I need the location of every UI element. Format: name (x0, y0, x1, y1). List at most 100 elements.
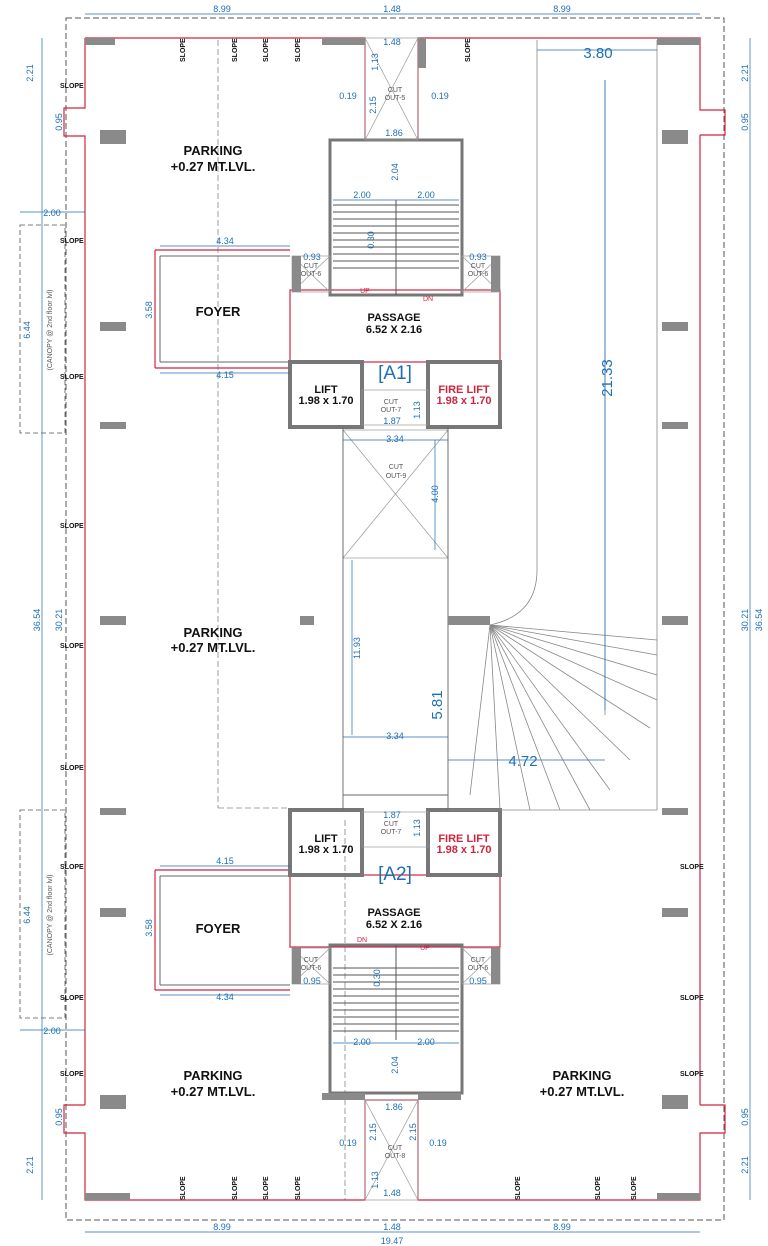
cutout-9-cut: CUT (389, 464, 404, 471)
svg-text:SLOPE: SLOPE (631, 1176, 638, 1200)
dim-stair-bottom-204: 2.04 (390, 1056, 400, 1074)
lift-top-size: 1.98 x 1.70 (298, 395, 353, 407)
lift-bottom-size: 1.98 x 1.70 (298, 844, 353, 856)
core-a1-tag: [A1] (378, 363, 412, 384)
stair-bottom-up: UP (420, 945, 430, 952)
dim-foyer-top-415: 4.15 (216, 370, 234, 380)
dim-cut6c-095: 0.95 (303, 976, 321, 986)
dim-left-644-bottom: 6.44 (22, 906, 32, 924)
parking-mid-label: PARKING (184, 625, 243, 640)
svg-text:SLOPE: SLOPE (515, 1176, 522, 1200)
dim-cut7b-187: 1.87 (383, 810, 401, 820)
central-shaft (342, 427, 449, 810)
canopy-left-bottom (19, 809, 66, 1019)
dimension-lines (20, 13, 751, 1233)
dim-stair-top-030: 0.30 (366, 231, 376, 249)
dim-left-3021: 30.21 (54, 609, 64, 632)
dim-cut8-215-right: 2.15 (408, 1123, 418, 1141)
dim-cut8-019-left: 0.19 (339, 1138, 357, 1148)
cutout-6d-out: OUT-6 (468, 965, 489, 972)
dim-bottom-cut-148: 1.48 (383, 1188, 401, 1198)
dim-stair-top-200-right: 2.00 (417, 190, 435, 200)
svg-text:SLOPE: SLOPE (465, 38, 472, 62)
dim-top-right: 8.99 (553, 4, 571, 14)
stair-top-dn: DN (423, 296, 433, 303)
cutout-5-cut: CUT (388, 87, 403, 94)
canopy-bottom-note: (CANOPY @ 2nd floor lvl) (47, 875, 54, 956)
cutout-7b-out: OUT-7 (381, 829, 402, 836)
dim-left-200-top: 2.00 (43, 208, 61, 218)
dim-cut8-186: 1.86 (385, 1102, 403, 1112)
cutout-7b-cut: CUT (384, 821, 399, 828)
dim-left-200-bottom: 2.00 (43, 1026, 61, 1036)
svg-text:SLOPE: SLOPE (60, 83, 84, 90)
dim-cut5-113: 1.13 (370, 53, 380, 71)
dim-right-221-bottom: 2.21 (740, 1156, 750, 1174)
cutout-6b-cut: CUT (471, 263, 486, 270)
dim-foyer-bottom-358: 3.58 (144, 919, 154, 937)
svg-text:SLOPE: SLOPE (263, 1176, 270, 1200)
foyer-walls (159, 255, 290, 986)
dim-stair-bottom-030: 0.30 (372, 969, 382, 987)
canopy-left-top (19, 224, 66, 434)
svg-text:SLOPE: SLOPE (232, 38, 239, 62)
canopy-top-note: (CANOPY @ 2nd floor lvl) (47, 290, 54, 371)
passage-top-label: PASSAGE (368, 312, 421, 324)
cutout-6c-cut: CUT (304, 957, 319, 964)
passage-bottom-size: 6.52 X 2.16 (366, 919, 422, 931)
dim-bottom-mid: 1.48 (383, 1222, 401, 1232)
svg-text:SLOPE: SLOPE (180, 1176, 187, 1200)
svg-text:SLOPE: SLOPE (232, 1176, 239, 1200)
foyer-bottom-label: FOYER (196, 921, 241, 936)
dim-top-cut: 1.48 (383, 37, 401, 47)
svg-text:SLOPE: SLOPE (60, 1071, 84, 1078)
cutout-6d-cut: CUT (471, 957, 486, 964)
lift-bottom-label: LIFT (314, 833, 337, 845)
dim-left-095-top: 0.95 (54, 113, 64, 131)
dim-left-221-top: 2.21 (25, 64, 35, 82)
dim-cut6b-093: 0.93 (469, 252, 487, 262)
passage-top-size: 6.52 X 2.16 (366, 324, 422, 336)
svg-text:SLOPE: SLOPE (680, 995, 704, 1002)
foyer-top-label: FOYER (196, 304, 241, 319)
dim-472: 4.72 (508, 753, 537, 770)
dim-cut8-113: 1.13 (370, 1171, 380, 1189)
dim-right-095-bottom: 0.95 (740, 1108, 750, 1126)
dim-stair-top-204: 2.04 (390, 163, 400, 181)
cutout-8-cut: CUT (388, 1145, 403, 1152)
cutout-7a-cut: CUT (384, 399, 399, 406)
svg-text:SLOPE: SLOPE (680, 864, 704, 871)
svg-text:SLOPE: SLOPE (60, 643, 84, 650)
dim-foyer-top-434: 4.34 (216, 236, 234, 246)
cutout-6b-out: OUT-6 (468, 271, 489, 278)
parking-bottom-right-label: PARKING (553, 1068, 612, 1083)
cutout-6a-cut: CUT (304, 263, 319, 270)
parking-top-label: PARKING (184, 143, 243, 158)
fire-lift-top-size: 1.98 x 1.70 (436, 395, 491, 407)
fire-lift-bottom-size: 1.98 x 1.70 (436, 844, 491, 856)
dim-cut8-215-left: 2.15 (368, 1123, 378, 1141)
core-a2-tag: [A2] (378, 864, 412, 885)
stair-bottom (328, 943, 464, 1095)
svg-text:SLOPE: SLOPE (60, 523, 84, 530)
dim-581: 5.81 (429, 690, 446, 719)
svg-text:SLOPE: SLOPE (60, 238, 84, 245)
svg-text:SLOPE: SLOPE (595, 1176, 602, 1200)
svg-text:SLOPE: SLOPE (60, 995, 84, 1002)
dim-cut7a-187: 1.87 (383, 416, 401, 426)
dim-bottom-left: 8.99 (213, 1222, 231, 1232)
slope-markers: SLOPE SLOPE SLOPE SLOPE SLOPE SLOPE SLOP… (60, 38, 704, 1200)
dim-right-3654: 36.54 (754, 609, 764, 632)
dim-cut5-186: 1.86 (385, 128, 403, 138)
cutout-7a-out: OUT-7 (381, 407, 402, 414)
parking-bottom-right-level: +0.27 MT.LVL. (540, 1084, 625, 1099)
lift-top-label: LIFT (314, 384, 337, 396)
dim-ramp-length: 21.33 (599, 359, 616, 397)
cutout-8-out: OUT-8 (385, 1153, 406, 1160)
dim-left-221-bottom: 2.21 (25, 1156, 35, 1174)
svg-text:SLOPE: SLOPE (60, 765, 84, 772)
cutout-9-out: OUT-9 (386, 473, 407, 480)
cutout-6c-out: OUT-6 (301, 965, 322, 972)
dim-shaft-1193: 11.93 (352, 637, 362, 659)
